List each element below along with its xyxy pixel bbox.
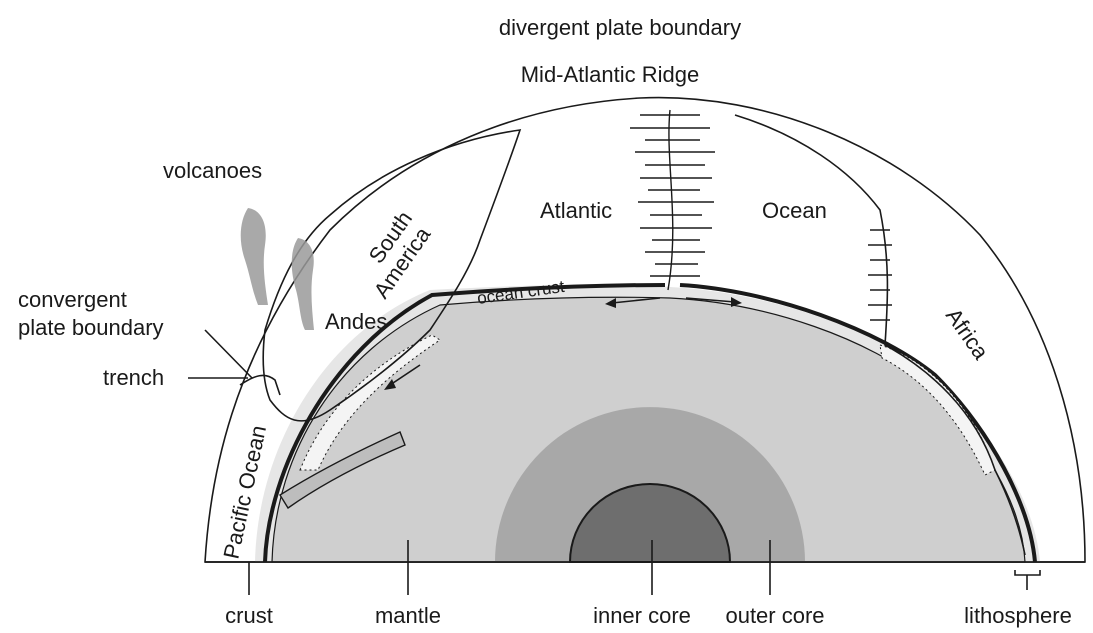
andes-label: Andes [325,309,387,334]
inner-core-label: inner core [593,603,691,628]
crust-label: crust [225,603,273,628]
mantle-label: mantle [375,603,441,628]
convergent-label-line1: convergent [18,287,127,312]
left-leaders [188,330,252,378]
mid-atlantic-ridge-label: Mid-Atlantic Ridge [521,62,700,87]
outer-core-label: outer core [725,603,824,628]
volcano-plume-1 [241,208,268,305]
ocean-label: Ocean [762,198,827,223]
convergent-label-line2: plate boundary [18,315,164,340]
lithosphere-label: lithosphere [964,603,1072,628]
trench-label: trench [103,365,164,390]
volcanoes-label: volcanoes [163,158,262,183]
divergent-boundary-label: divergent plate boundary [499,15,741,40]
atlantic-label: Atlantic [540,198,612,223]
